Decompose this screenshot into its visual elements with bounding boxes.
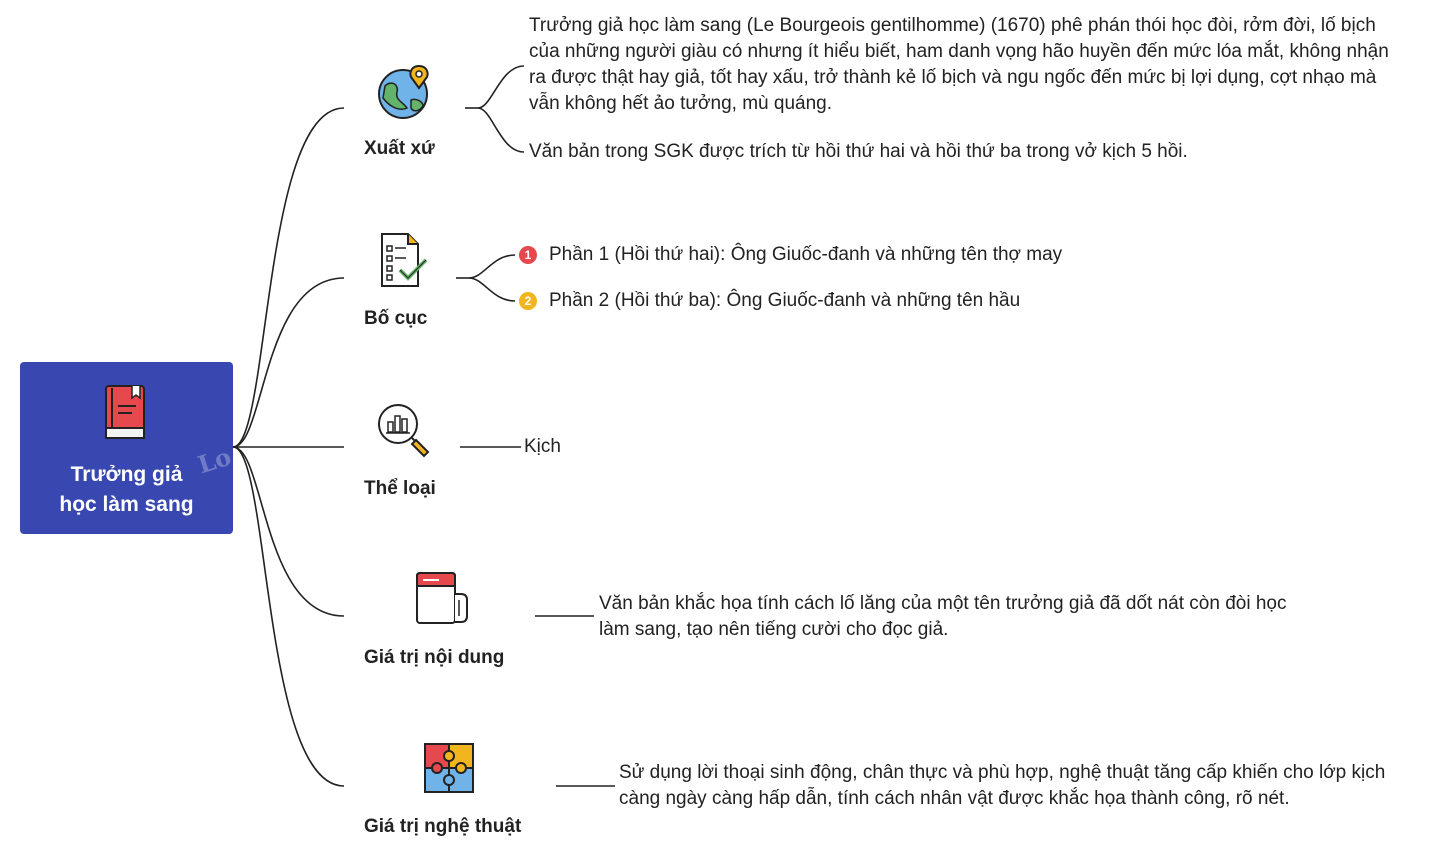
- badge-number-1: 1: [519, 246, 537, 264]
- branch-label-noi-dung[interactable]: Giá trị nội dung: [364, 647, 505, 668]
- book-icon: [105, 385, 145, 439]
- branch-label-bo-cuc[interactable]: Bố cục: [364, 308, 428, 329]
- branch-label-the-loai[interactable]: Thể loại: [364, 478, 436, 499]
- connector-xuat-xu-leaf-2: [477, 107, 525, 153]
- notebook-icon: [416, 572, 468, 624]
- connector-xuat-xu-leaf-1: [477, 65, 525, 109]
- badge-number-2: 2: [519, 292, 537, 310]
- magnifier-chart-icon: [378, 404, 430, 458]
- leaf-xuat-xu-2: Văn bản trong SGK được trích từ hồi thứ …: [529, 141, 1188, 162]
- connector-root-xuat-xu: [232, 107, 345, 448]
- leaf-bo-cuc-2-text: Phần 2 (Hồi thứ ba): Ông Giuốc-đanh và n…: [549, 290, 1021, 311]
- root-title: Trưởng giả học làm sang: [20, 460, 233, 520]
- leaf-the-loai: Kịch: [524, 436, 561, 457]
- connector-root-nghe-thuat: [232, 446, 345, 787]
- connector-bo-cuc-leaf-2: [468, 277, 516, 302]
- puzzle-icon: [424, 743, 474, 793]
- connector-bo-cuc-leaf-1: [468, 254, 516, 279]
- branch-label-nghe-thuat[interactable]: Giá trị nghệ thuật: [364, 816, 522, 837]
- leaf-noi-dung: Văn bản khắc họa tính cách lố lăng của m…: [599, 593, 1287, 640]
- leaf-bo-cuc-1-text: Phần 1 (Hồi thứ hai): Ông Giuốc-đanh và …: [549, 244, 1063, 265]
- leaf-xuat-xu-1: Trưởng giả học làm sang (Le Bourgeois ge…: [529, 15, 1389, 114]
- root-node[interactable]: Trưởng giả học làm sang: [20, 362, 233, 534]
- branch-label-xuat-xu[interactable]: Xuất xứ: [364, 138, 435, 159]
- leaf-bo-cuc-1: 1 Phần 1 (Hồi thứ hai): Ông Giuốc-đanh và…: [519, 242, 1062, 268]
- leaf-nghe-thuat: Sử dụng lời thoại sinh động, chân thực v…: [619, 762, 1386, 809]
- globe-pin-icon: [378, 64, 429, 119]
- root-title-line-2: học làm sang: [59, 493, 194, 516]
- leaf-bo-cuc-2: 2 Phần 2 (Hồi thứ ba): Ông Giuốc-đanh và …: [519, 288, 1020, 314]
- connector-root-noi-dung: [232, 446, 345, 617]
- root-title-line-1: Trưởng giả: [70, 463, 183, 486]
- connector-root-bo-cuc: [232, 277, 345, 448]
- checklist-icon: [381, 233, 428, 287]
